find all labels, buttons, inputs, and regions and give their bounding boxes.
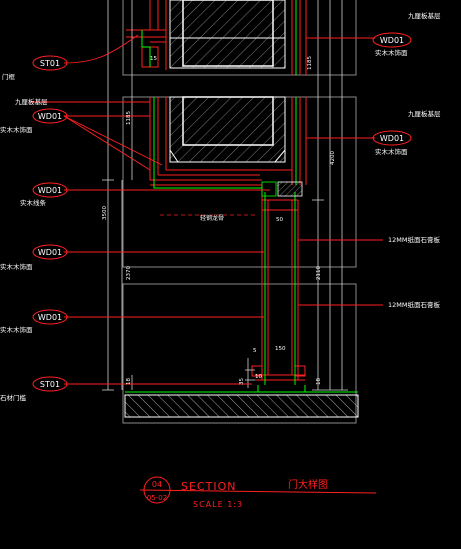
wall-block-middle [169, 96, 286, 163]
note-veneer-2: 实木木饰面 [0, 262, 33, 271]
note-veneer-mid: 实木木饰面 [375, 147, 408, 156]
dim-18-left: 18 [126, 378, 132, 385]
note-nine-ply-base-mid: 九厘板基层 [408, 109, 441, 118]
floor-slab [124, 394, 359, 418]
note-stone-threshold: 石材门槛 [0, 393, 27, 402]
dimension-lines [102, 0, 348, 391]
dim-150: 150 [275, 346, 286, 352]
note-solid-wood-line: 实木线条 [20, 198, 47, 207]
dim-15: 15 [150, 56, 157, 62]
center-label: 轻钢龙骨 [200, 214, 224, 222]
dim-50: 50 [276, 217, 283, 223]
dim-4200: 4200 [330, 151, 336, 165]
wall-block-top [169, 0, 286, 69]
dim-2110: 2110 [316, 266, 322, 280]
door-head-block [277, 181, 303, 197]
note-veneer-1: 实木木饰面 [0, 125, 33, 134]
tag-st01-bottom: ST01 [40, 380, 60, 389]
dim-35: 35 [239, 378, 245, 385]
material-linework-green [125, 0, 358, 393]
dim-1185-mid: 1185 [126, 111, 132, 125]
title-name: 门大样图 [288, 478, 328, 491]
note-nine-ply-base: 九厘板基层 [15, 97, 48, 106]
leader-lines [30, 34, 383, 385]
dim-3500: 3500 [102, 206, 108, 220]
title-number: 04 [152, 480, 162, 489]
tag-wd01-a: WD01 [38, 112, 62, 121]
dim-5: 5 [253, 348, 257, 354]
note-door-frame: 门框 [2, 72, 16, 81]
door-stop-block [261, 181, 277, 197]
tag-wd01-right-top: WD01 [380, 36, 404, 45]
dim-10: 10 [255, 374, 262, 380]
title-sheet: 05-02 [147, 494, 167, 502]
tag-wd01-c: WD01 [38, 248, 62, 257]
note-veneer-3: 实木木饰面 [0, 325, 33, 334]
note-nine-ply-base-top: 九厘板基层 [408, 11, 441, 20]
dim-18-right: 18 [316, 378, 322, 385]
tag-wd01-b: WD01 [38, 186, 62, 195]
title-scale: SCALE 1:3 [193, 500, 243, 509]
title-block: 04 05-02 SECTION SCALE 1:3 门大样图 [139, 476, 377, 509]
note-veneer-top: 实木木饰面 [375, 48, 408, 57]
dim-2370: 2370 [126, 266, 132, 280]
note-gypsum-b: 12MM纸面石膏板 [388, 300, 440, 309]
tag-ellipses [32, 32, 412, 392]
tag-wd01-right-mid: WD01 [380, 134, 404, 143]
tag-wd01-d: WD01 [38, 313, 62, 322]
note-gypsum-a: 12MM纸面石膏板 [388, 235, 440, 244]
dim-1185-top: 1185 [307, 56, 313, 70]
frame-linework-red [126, 0, 307, 381]
tag-st01-top: ST01 [40, 59, 60, 68]
title-section: SECTION [181, 480, 236, 493]
